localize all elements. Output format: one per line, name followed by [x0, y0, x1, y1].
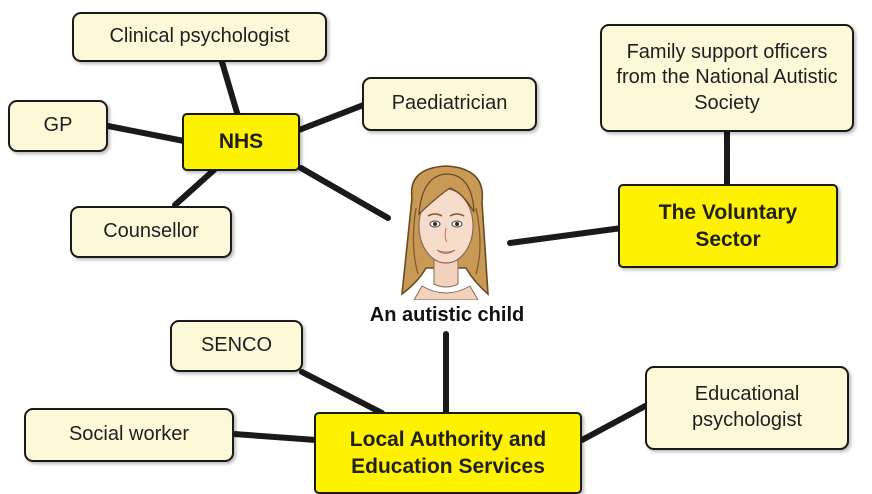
voluntary-sector-hub: The Voluntary Sector — [618, 184, 838, 268]
line-child-voluntary — [507, 225, 625, 246]
family-support-officers-box: Family support officers from the Nationa… — [600, 24, 854, 132]
child-label: An autistic child — [369, 304, 525, 326]
line-local-social — [231, 431, 319, 443]
local-authority-hub: Local Authority and Education Services — [314, 412, 582, 494]
autistic-child-illustration — [392, 162, 500, 305]
line-nhs-counsellor — [172, 167, 217, 208]
senco-box: SENCO — [170, 320, 303, 372]
paediatrician-box: Paediatrician — [362, 77, 537, 131]
gp-box: GP — [8, 100, 108, 152]
clinical-psychologist-box: Clinical psychologist — [72, 12, 327, 62]
line-nhs-clinical — [219, 59, 241, 119]
line-nhs-child — [298, 165, 391, 221]
educational-psychologist-box: Educational psychologist — [645, 366, 849, 450]
line-nhs-paediatrician — [296, 101, 369, 133]
counsellor-box: Counsellor — [70, 206, 232, 258]
line-local-edpsych — [579, 401, 652, 443]
line-nhs-gp — [105, 123, 187, 144]
line-local-senco — [299, 369, 385, 416]
nhs-hub: NHS — [182, 113, 300, 171]
social-worker-box: Social worker — [24, 408, 234, 462]
